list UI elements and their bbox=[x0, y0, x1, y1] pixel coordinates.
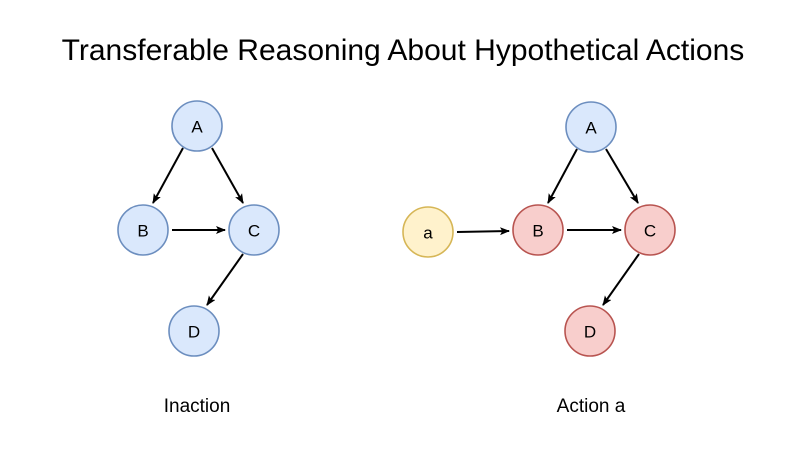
node-A[interactable]: A bbox=[565, 101, 617, 153]
node-label-B: B bbox=[137, 222, 148, 241]
edge-arrow-A-to-B bbox=[547, 148, 578, 204]
node-C[interactable]: C bbox=[228, 204, 280, 256]
node-label-a: a bbox=[423, 224, 433, 243]
page-title: Transferable Reasoning About Hypothetica… bbox=[61, 34, 745, 67]
panel-caption-action-a: Action a bbox=[557, 396, 626, 417]
node-label-A: A bbox=[191, 118, 203, 137]
edge-arrow-a-to-B bbox=[456, 227, 510, 236]
node-circle-C[interactable] bbox=[228, 204, 280, 256]
edge-arrow-A-to-C bbox=[211, 147, 244, 204]
node-circle-B[interactable] bbox=[512, 204, 564, 256]
node-circle-B[interactable] bbox=[117, 204, 169, 256]
edge-group bbox=[456, 148, 640, 306]
edge-arrow-C-to-D bbox=[602, 253, 640, 306]
node-circle-D[interactable] bbox=[564, 305, 616, 357]
node-A[interactable]: A bbox=[171, 100, 223, 152]
node-B[interactable]: B bbox=[117, 204, 169, 256]
panel-caption-inaction: Inaction bbox=[164, 396, 231, 417]
node-label-B: B bbox=[532, 222, 543, 241]
node-label-C: C bbox=[248, 222, 260, 241]
diagram-groups: A B C D Inaction a A B C D Action a bbox=[117, 100, 676, 417]
node-label-D: D bbox=[188, 323, 200, 342]
graph-panel-action-a: a A B C D Action a bbox=[402, 101, 676, 417]
node-circle-C[interactable] bbox=[624, 204, 676, 256]
node-B[interactable]: B bbox=[512, 204, 564, 256]
node-circle-A[interactable] bbox=[565, 101, 617, 153]
graph-panel-inaction: A B C D Inaction bbox=[117, 100, 280, 417]
edge-arrow-C-to-D bbox=[206, 253, 244, 306]
node-C[interactable]: C bbox=[624, 204, 676, 256]
node-D[interactable]: D bbox=[564, 305, 616, 357]
edge-arrow-A-to-C bbox=[605, 148, 639, 204]
node-a[interactable]: a bbox=[402, 206, 454, 258]
node-circle-a[interactable] bbox=[402, 206, 454, 258]
node-circle-D[interactable] bbox=[168, 305, 220, 357]
node-label-A: A bbox=[585, 119, 597, 138]
edge-arrow-A-to-B bbox=[152, 147, 184, 204]
edge-group bbox=[152, 147, 244, 306]
node-label-C: C bbox=[644, 222, 656, 241]
node-D[interactable]: D bbox=[168, 305, 220, 357]
node-circle-A[interactable] bbox=[171, 100, 223, 152]
node-label-D: D bbox=[584, 323, 596, 342]
